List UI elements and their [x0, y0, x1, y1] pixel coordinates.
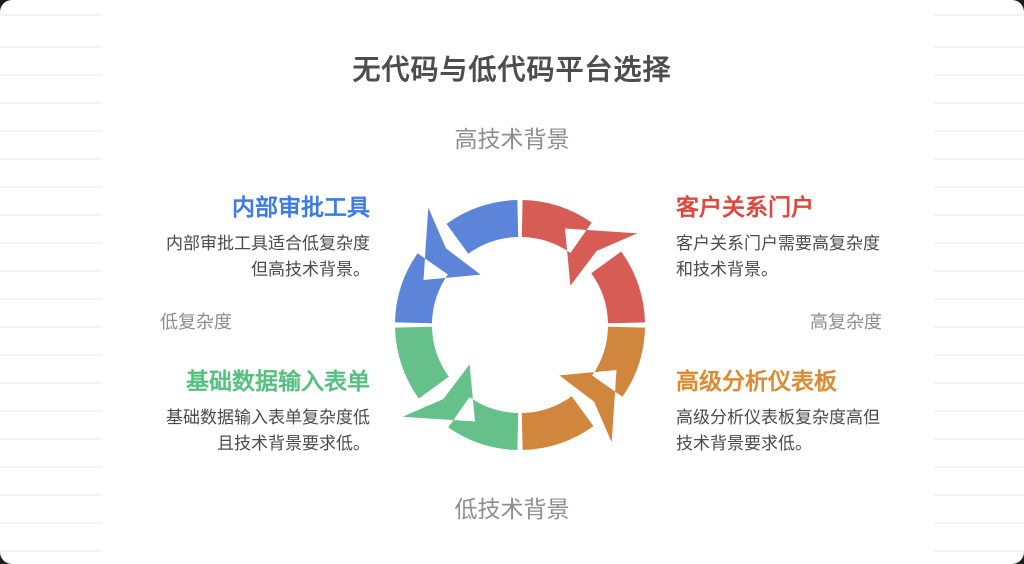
cycle-segment-top-left	[395, 200, 519, 324]
content-card	[102, 0, 934, 564]
body-line: 技术背景要求低。	[676, 434, 812, 453]
quadrant-bottom-right-heading: 高级分析仪表板	[676, 368, 837, 394]
axis-label-top: 高技术背景	[454, 126, 570, 152]
body-line: 基础数据输入表单复杂度低	[166, 408, 370, 427]
page-title: 无代码与低代码平台选择	[352, 54, 672, 85]
quadrant-top-left-heading: 内部审批工具	[232, 194, 370, 220]
cycle-diagram	[395, 200, 645, 450]
quadrant-bottom-right: 高级分析仪表板 高级分析仪表板复杂度高但 技术背景要求低。	[676, 366, 908, 457]
axis-label-right: 高复杂度	[810, 312, 882, 332]
quadrant-bottom-left: 基础数据输入表单 基础数据输入表单复杂度低 且技术背景要求低。	[138, 366, 370, 457]
body-line: 但高技术背景。	[251, 260, 370, 279]
quadrant-top-left: 内部审批工具 内部审批工具适合低复杂度 但高技术背景。	[138, 192, 370, 283]
cycle-segment-bottom-left	[395, 326, 519, 450]
axis-label-left: 低复杂度	[160, 312, 232, 332]
body-line: 和技术背景。	[676, 260, 778, 279]
body-line: 内部审批工具适合低复杂度	[166, 234, 370, 253]
quadrant-top-left-body: 内部审批工具适合低复杂度 但高技术背景。	[138, 231, 370, 283]
body-line: 高级分析仪表板复杂度高但	[676, 408, 880, 427]
axis-label-bottom: 低技术背景	[454, 496, 570, 522]
quadrant-top-right-body: 客户关系门户需要高复杂度 和技术背景。	[676, 231, 908, 283]
quadrant-bottom-right-body: 高级分析仪表板复杂度高但 技术背景要求低。	[676, 405, 908, 457]
body-line: 客户关系门户需要高复杂度	[676, 234, 880, 253]
quadrant-bottom-left-body: 基础数据输入表单复杂度低 且技术背景要求低。	[138, 405, 370, 457]
quadrant-bottom-left-heading: 基础数据输入表单	[186, 368, 370, 394]
cycle-segment-bottom-right	[521, 326, 645, 450]
cycle-segment-top-right	[521, 200, 645, 324]
quadrant-top-right: 客户关系门户 客户关系门户需要高复杂度 和技术背景。	[676, 192, 908, 283]
quadrant-top-right-heading: 客户关系门户	[676, 194, 814, 220]
body-line: 且技术背景要求低。	[217, 434, 370, 453]
